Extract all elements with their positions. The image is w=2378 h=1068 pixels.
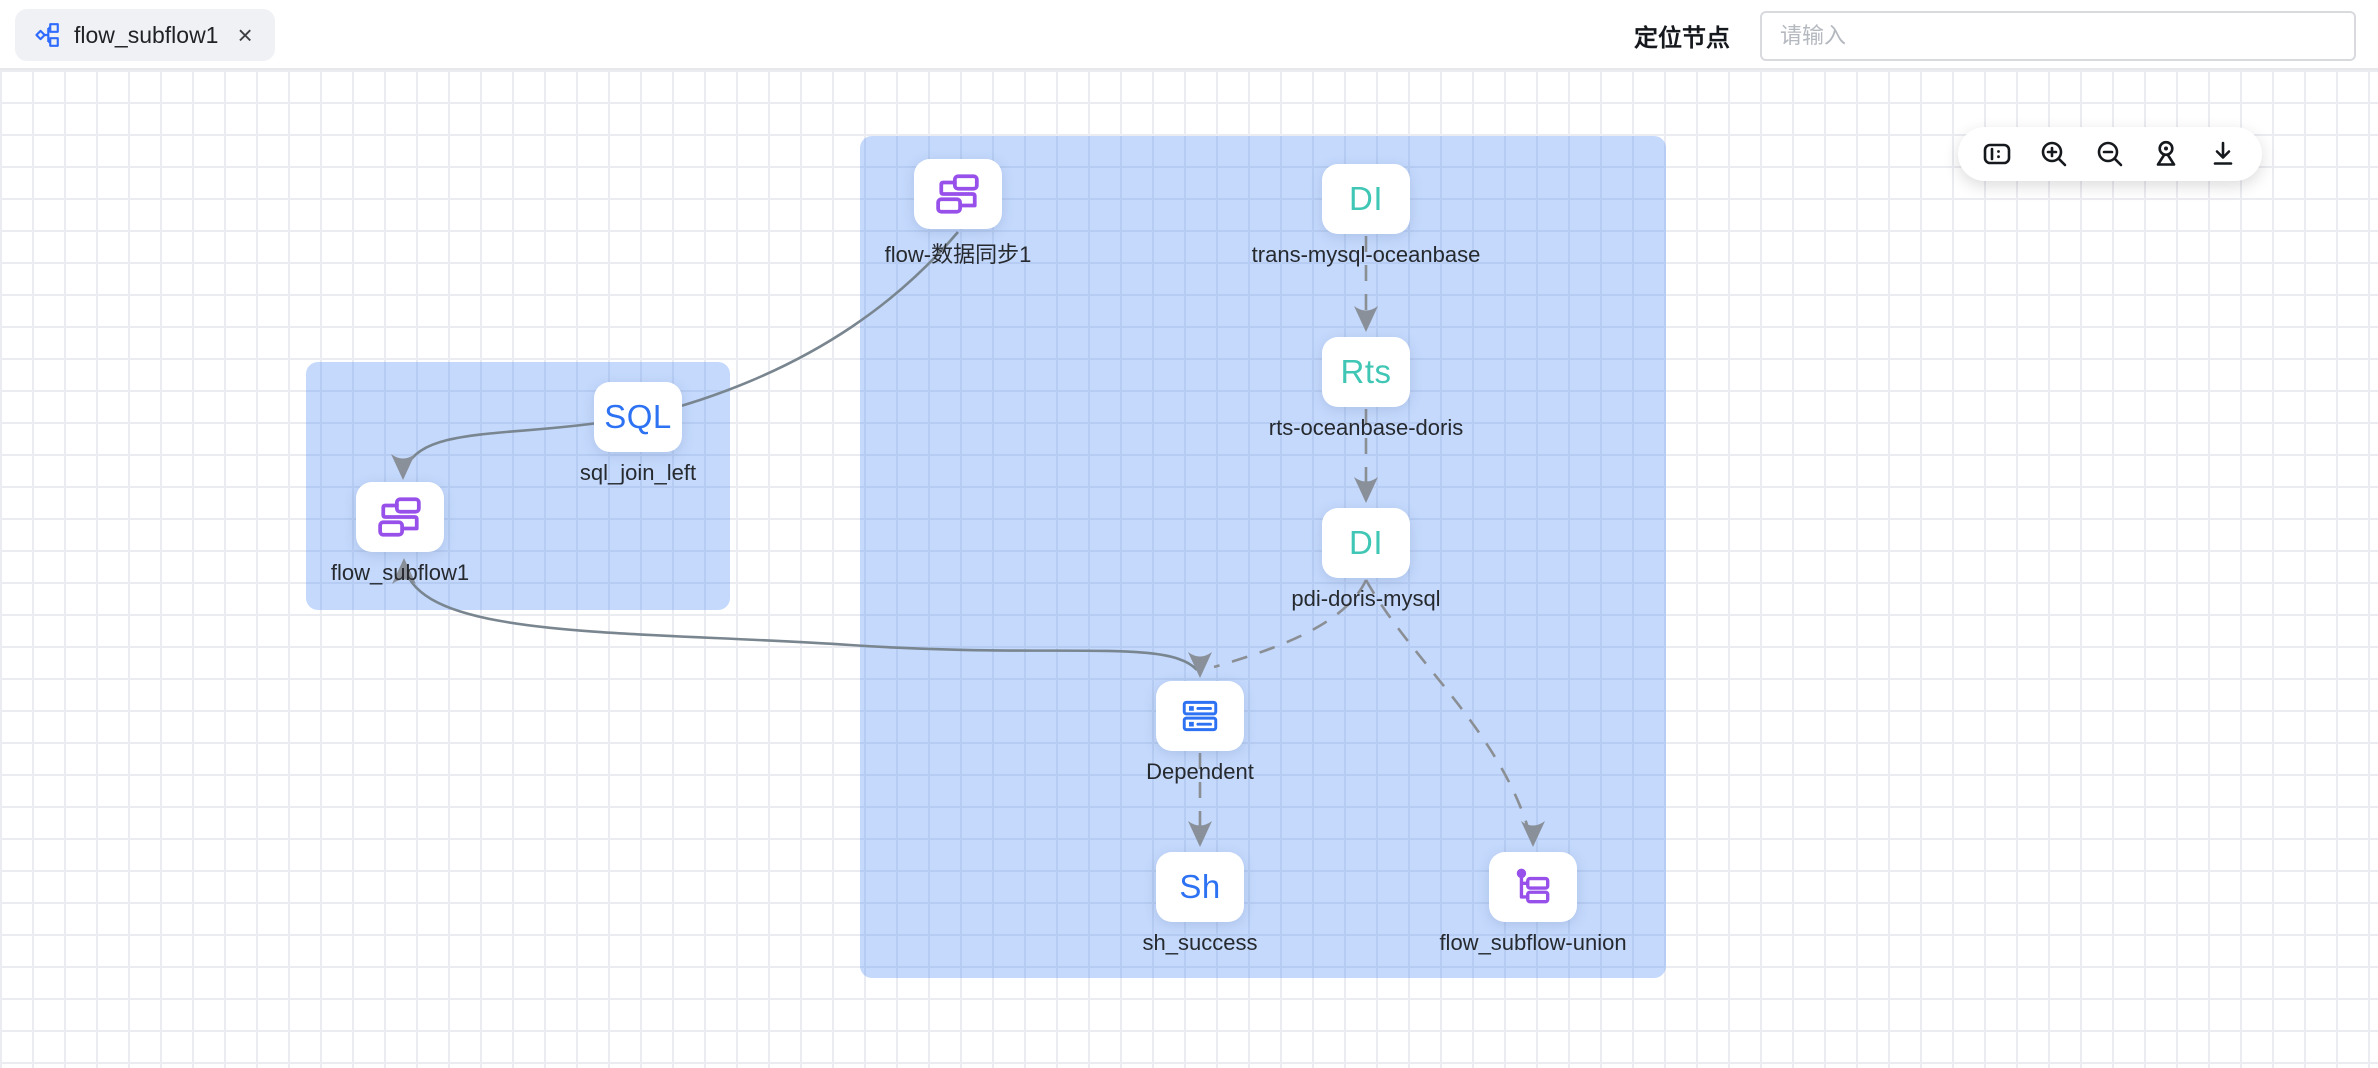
download-icon[interactable]: [2206, 137, 2240, 171]
node-flow-subflow1-label: flow_subflow1: [330, 560, 470, 585]
node-rts-glyph: Rts: [1340, 353, 1392, 390]
tab-title: flow_subflow1: [74, 21, 219, 48]
node-sql-join-left[interactable]: SQL sql_join_left: [580, 382, 696, 485]
e-pdi-to-union-arrowhead: [1521, 821, 1545, 847]
node-pdi-label: pdi-doris-mysql: [1291, 586, 1441, 611]
e-trans-to-rts-arrowhead: [1354, 306, 1378, 332]
node-sh-success-glyph: Sh: [1179, 868, 1221, 905]
subflow-icon: [936, 174, 979, 214]
union-tree-icon: [1516, 868, 1550, 904]
zoom-in-icon[interactable]: [2037, 137, 2071, 171]
canvas-toolbar: [1958, 127, 2262, 181]
subflow-icon: [378, 497, 421, 537]
tab-close-icon[interactable]: ×: [237, 20, 253, 50]
node-pdi-glyph: DI: [1349, 524, 1383, 561]
node-dependent[interactable]: Dependent: [1146, 681, 1254, 784]
node-dependent-label: Dependent: [1146, 759, 1254, 784]
node-flow-subflow1[interactable]: flow_subflow1: [331, 482, 469, 585]
locate-node-label: 定位节点: [1634, 24, 1730, 52]
node-sql-join-left-label: sql_join_left: [579, 460, 697, 485]
e-sync-to-subflow1[interactable]: [404, 231, 959, 469]
node-flow-subflow-union[interactable]: flow_subflow-union: [1439, 852, 1627, 955]
node-pdi[interactable]: DI pdi-doris-mysql: [1291, 508, 1441, 611]
e-rts-to-pdi-arrowhead: [1354, 477, 1378, 503]
node-sh-success[interactable]: Sh sh_success: [1143, 852, 1257, 955]
e-sync-to-subflow1-arrowhead: [391, 454, 415, 480]
dependent-icon: [1182, 700, 1218, 732]
e-pdi-to-dependent[interactable]: [1213, 579, 1368, 669]
e-pdi-to-union[interactable]: [1364, 579, 1533, 839]
node-flow-sync-label: flow-数据同步1: [884, 242, 1032, 267]
node-trans-glyph: DI: [1349, 180, 1383, 217]
locate-pin-icon[interactable]: [2149, 137, 2183, 171]
node-rts[interactable]: Rts rts-oceanbase-doris: [1269, 337, 1463, 440]
node-trans[interactable]: DI trans-mysql-oceanbase: [1252, 164, 1480, 267]
locate-node-input[interactable]: [1760, 11, 2356, 61]
minimap-icon[interactable]: [1980, 137, 2014, 171]
node-flow-sync[interactable]: flow-数据同步1: [885, 159, 1031, 267]
e-subflow1-dependent[interactable]: [402, 561, 1198, 671]
node-rts-label: rts-oceanbase-doris: [1268, 415, 1464, 440]
node-sh-success-label: sh_success: [1142, 930, 1258, 955]
node-trans-label: trans-mysql-oceanbase: [1251, 242, 1481, 267]
workflow-tab-icon: [33, 21, 61, 49]
edges-layer: [391, 231, 1545, 847]
zoom-out-icon[interactable]: [2093, 137, 2127, 171]
e-subflow1-dependent-arrowhead: [1188, 652, 1212, 678]
e-subflow1-dependent-arrowhead: [392, 558, 416, 584]
node-sql-join-left-glyph: SQL: [604, 398, 672, 435]
tab-flow-subflow1[interactable]: flow_subflow1 ×: [15, 9, 275, 61]
node-flow-subflow-union-label: flow_subflow-union: [1439, 930, 1627, 955]
top-bar: flow_subflow1 × 定位节点: [0, 0, 2378, 70]
e-dependent-to-sh-arrowhead: [1188, 821, 1212, 847]
